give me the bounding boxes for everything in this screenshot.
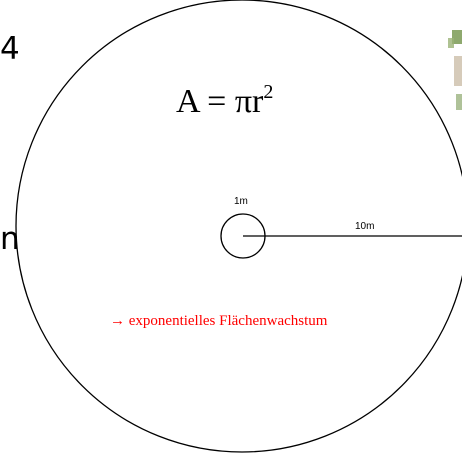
formula-exponent: 2 (263, 81, 274, 103)
area-formula: A = πr2 (176, 82, 273, 119)
large-circle (15, 0, 462, 453)
large-radius-label: 10m (355, 221, 375, 232)
edge-text-top: 4 (0, 31, 20, 67)
photo-fragment (446, 20, 462, 116)
formula-base: A = πr (176, 83, 264, 120)
growth-note: → exponentielles Flächenwachstum (110, 313, 328, 329)
small-radius-label: 1m (234, 196, 248, 207)
edge-text-middle: n (0, 221, 20, 257)
